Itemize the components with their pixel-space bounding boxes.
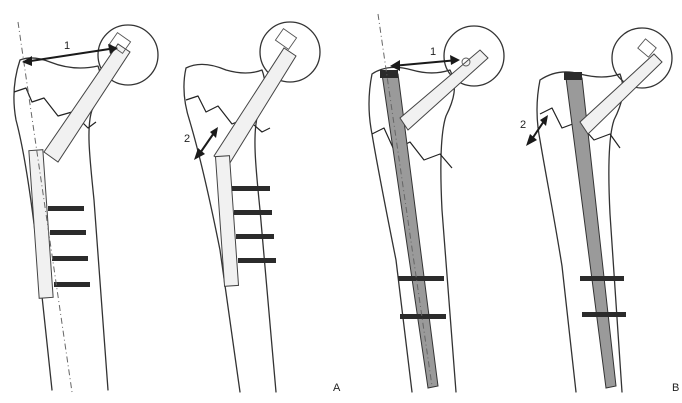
- arrow-label: 2: [520, 119, 526, 131]
- cortical-screw: [54, 282, 90, 287]
- panel-3-nail-measurement: 1: [369, 14, 504, 392]
- arrow-label: 2: [184, 133, 190, 145]
- panel-1-dhs-measurement: 1: [14, 22, 158, 392]
- arrow-head-right: [450, 55, 460, 65]
- side-plate: [215, 156, 238, 287]
- distal-locking-screw: [400, 314, 446, 319]
- arrow-label: 1: [64, 40, 70, 52]
- panel-letter: A: [333, 382, 341, 394]
- cortical-screw: [48, 206, 84, 211]
- cortical-screw: [234, 210, 272, 215]
- distal-locking-screw: [580, 276, 624, 281]
- distal-locking-screw: [398, 276, 444, 281]
- panel-2-dhs-measurement: 2 A: [184, 22, 341, 394]
- lag-screw: [44, 44, 130, 162]
- cortical-screw: [232, 186, 270, 191]
- distal-locking-screw: [582, 312, 626, 317]
- lag-screw: [580, 54, 662, 134]
- fracture-line: [372, 128, 452, 168]
- measurement-arrow: [392, 60, 458, 66]
- lag-screw-thread: [275, 29, 296, 50]
- nail-end-cap: [380, 70, 398, 78]
- cortical-screw: [238, 258, 276, 263]
- panel-4-nail-measurement: 2 B: [520, 28, 679, 394]
- cortical-screw: [50, 230, 86, 235]
- panel-letter: B: [672, 382, 679, 394]
- side-plate: [29, 150, 53, 299]
- arrow-head-bottom: [526, 134, 537, 146]
- arrow-head-left: [390, 60, 400, 71]
- arrow-label: 1: [430, 46, 436, 58]
- nail-end-cap: [564, 72, 582, 80]
- cortical-screw: [236, 234, 274, 239]
- cortical-screw: [52, 256, 88, 261]
